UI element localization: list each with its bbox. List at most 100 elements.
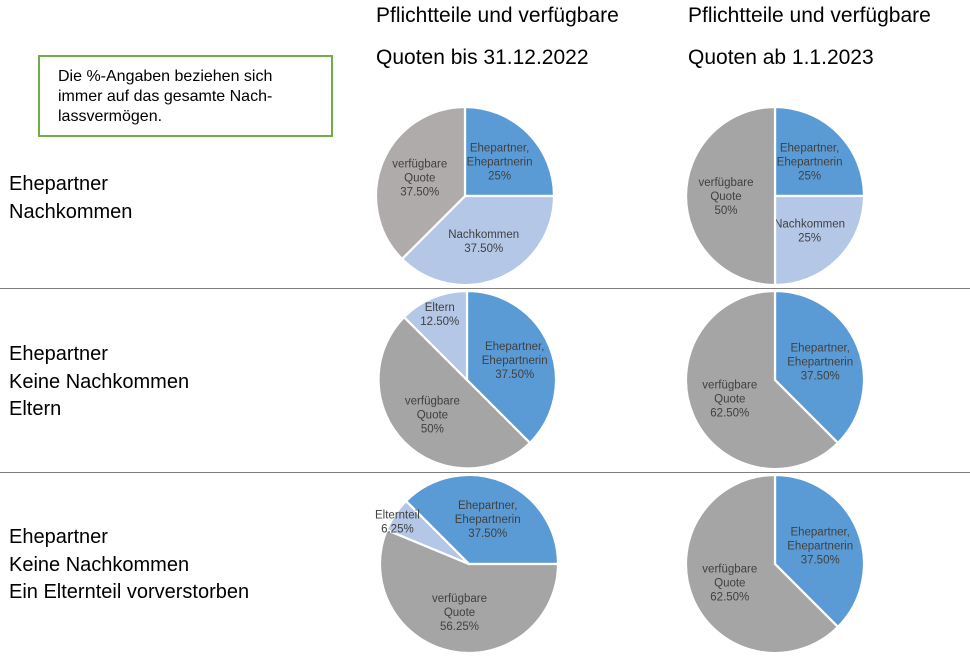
slice-value-label: 50% — [421, 424, 444, 436]
pie-slice — [773, 105, 866, 198]
slice-name-label: Ehepartnerin — [777, 156, 843, 168]
slice-name-label: Ehepartner, — [485, 341, 544, 353]
slice-name-label: Nachkommen — [448, 229, 519, 241]
row-label-line: Ehepartner — [9, 526, 108, 548]
slice-name-label: Ehepartner, — [458, 500, 517, 512]
slice-name-label: verfügbare — [702, 380, 757, 392]
slice-name-label: Ehepartner, — [790, 342, 849, 354]
slice-value-label: 37.50% — [495, 369, 534, 381]
column-header-line1: Pflichtteile und verfügbare — [376, 4, 619, 27]
row-divider — [0, 288, 970, 289]
slice-label: Ehepartner, Ehepartnerin 37.50% — [455, 500, 521, 540]
slice-name-label: Ehepartner, — [780, 142, 839, 154]
note-line: Die %-Angaben beziehen sich — [58, 68, 273, 85]
slice-name-label: Quote — [710, 191, 741, 203]
pie-slice — [773, 289, 866, 445]
slice-name-label: Ehepartnerin — [787, 356, 853, 368]
slice-name-label: Ehepartner, — [790, 526, 849, 538]
slice-name-label: Ehepartnerin — [787, 540, 853, 552]
slice-label: Ehepartner, Ehepartnerin 25% — [777, 142, 843, 182]
row-label-line: Nachkommen — [9, 200, 133, 223]
slice-value-label: 50% — [714, 205, 737, 217]
slice-name-label: verfügbare — [432, 593, 487, 605]
pie-slice — [374, 105, 467, 261]
slice-value-label: 12.50% — [420, 316, 459, 328]
slice-name-label: verfügbare — [405, 396, 460, 408]
pie-slice — [378, 528, 560, 655]
slice-value-label: 37.50% — [400, 186, 439, 198]
slice-name-label: Nachkommen — [774, 219, 845, 231]
slice-value-label: 6.25% — [381, 524, 414, 536]
slice-value-label: 37.50% — [801, 554, 840, 566]
column-header-line2: Quoten bis 31.12.2022 — [376, 46, 589, 69]
slice-name-label: Ehepartnerin — [455, 514, 521, 526]
slice-name-label: Ehepartnerin — [467, 156, 533, 168]
slice-name-label: Elternteil — [375, 510, 420, 522]
slice-label: Ehepartner, Ehepartnerin 25% — [467, 142, 533, 182]
slice-name-label: Ehepartner, — [470, 142, 529, 154]
slice-value-label: 25% — [798, 233, 821, 245]
pie-slice — [402, 289, 469, 382]
note-line: lassvermögen. — [58, 108, 163, 125]
pie-slice — [377, 315, 532, 470]
row-label-spouse-descendants: Ehepartner Nachkommen — [9, 171, 132, 226]
slice-label: Elternteil 6.25% — [375, 510, 420, 536]
note-line: immer auf das gesamte Nach- — [58, 88, 273, 105]
row-label-line: Keine Nachkommen — [9, 370, 190, 393]
slice-name-label: verfügbare — [392, 158, 447, 170]
slice-label: Eltern 12.50% — [420, 302, 459, 328]
slice-value-label: 37.50% — [468, 528, 507, 540]
percentage-note-box: Die %-Angaben beziehen sich immer auf da… — [38, 55, 333, 137]
slice-label: Ehepartner, Ehepartnerin 37.50% — [787, 342, 853, 382]
slice-value-label: 62.50% — [710, 408, 749, 420]
slice-name-label: Quote — [714, 578, 745, 590]
row-label-spouse-parents: Ehepartner Keine Nachkommen Eltern — [9, 341, 189, 424]
slice-value-label: 25% — [488, 170, 511, 182]
pie-slice — [684, 473, 840, 655]
column-header-line1: Pflichtteile und verfügbare — [688, 4, 931, 27]
pie-slice — [385, 499, 471, 566]
row-label-line: Eltern — [9, 398, 62, 420]
slice-label: Nachkommen 25% — [774, 219, 845, 245]
slice-value-label: 25% — [798, 170, 821, 182]
pie-slice — [684, 105, 777, 287]
row-label-line: Ehepartner — [9, 343, 108, 365]
slice-name-label: Eltern — [425, 302, 455, 314]
pie-slice — [463, 105, 556, 198]
column-header-from-2023: Pflichtteile und verfügbare Quoten ab 1.… — [688, 0, 931, 79]
slice-value-label: 56.25% — [440, 621, 479, 633]
row-divider — [0, 472, 970, 473]
pie-slice — [773, 473, 866, 629]
slice-value-label: 37.50% — [801, 370, 840, 382]
slice-name-label: Quote — [404, 172, 435, 184]
column-header-until-2022: Pflichtteile und verfügbare Quoten bis 3… — [376, 0, 619, 79]
slice-name-label: Quote — [417, 410, 448, 422]
slice-value-label: 62.50% — [710, 592, 749, 604]
column-header-line2: Quoten ab 1.1.2023 — [688, 46, 874, 69]
slice-name-label: Quote — [714, 394, 745, 406]
row-label-spouse-one-parent-deceased: Ehepartner Keine Nachkommen Ein Elternte… — [9, 524, 249, 607]
pie-slice — [465, 289, 558, 445]
slice-label: Ehepartner, Ehepartnerin 37.50% — [787, 526, 853, 566]
row-label-line: Ein Elternteil vorverstorben — [9, 581, 250, 603]
pie-slice — [404, 473, 560, 566]
pie-slice — [400, 194, 556, 287]
pie-slice — [773, 194, 866, 287]
row-label-line: Ehepartner — [9, 173, 108, 195]
slice-name-label: Quote — [444, 607, 475, 619]
slice-name-label: Ehepartnerin — [482, 355, 548, 367]
row-label-line: Keine Nachkommen — [9, 553, 190, 576]
slice-label: Ehepartner, Ehepartnerin 37.50% — [482, 341, 548, 381]
